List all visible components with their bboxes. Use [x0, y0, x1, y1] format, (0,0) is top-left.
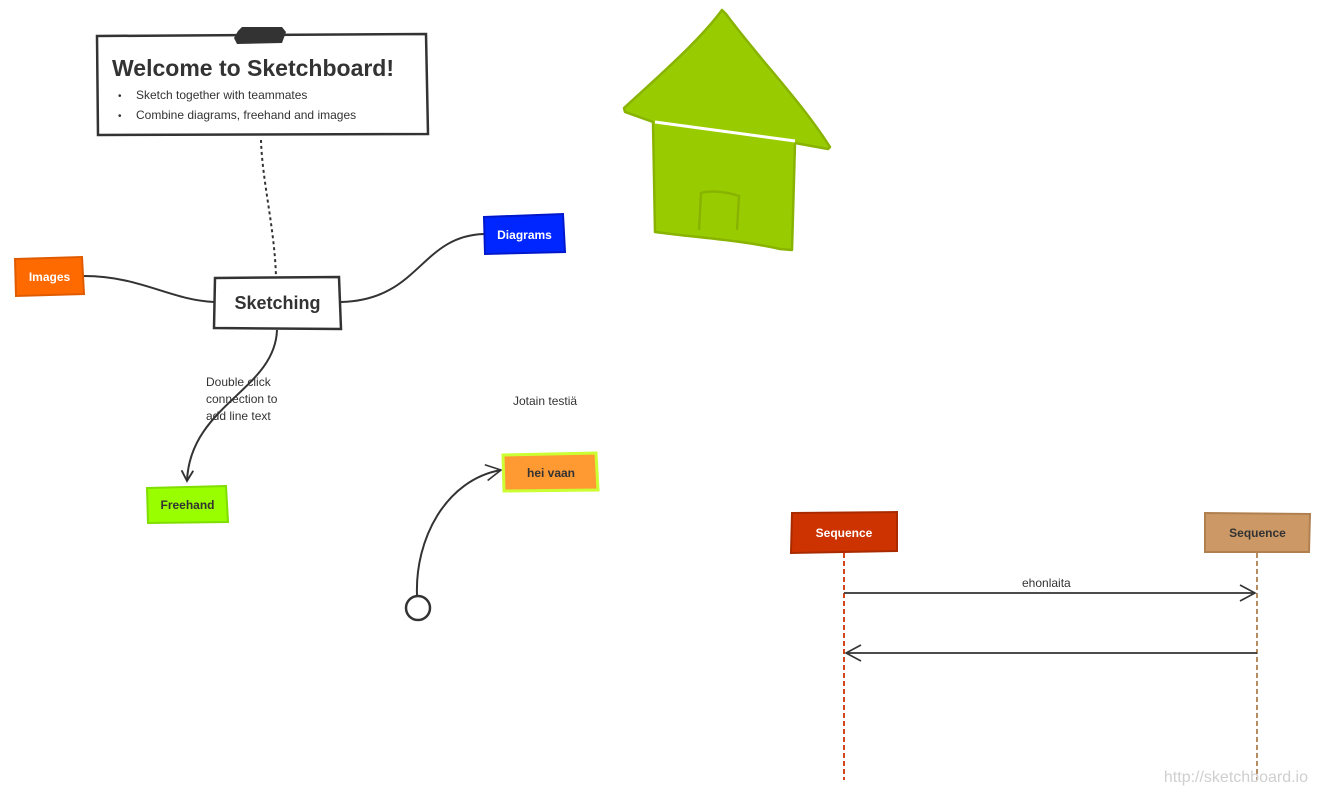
- freehand-node-frame[interactable]: [145, 484, 230, 525]
- connection-hint-line: Double click: [206, 375, 271, 389]
- sequence-right-actor[interactable]: Sequence: [1229, 526, 1286, 540]
- images-node-frame[interactable]: [13, 255, 86, 298]
- connection-hint-line: connection to: [206, 392, 278, 406]
- sketchboard-watermark-link[interactable]: http://sketchboard.io: [1163, 769, 1308, 786]
- welcome-note-frame[interactable]: [95, 32, 430, 137]
- sequence-right-frame[interactable]: [1204, 511, 1312, 553]
- connector-start-circle[interactable]: [404, 594, 432, 622]
- welcome-bullet-item: • Sketch together with teammates: [118, 88, 356, 108]
- bullet-icon: •: [118, 111, 122, 122]
- connection-hint-line: add line text: [206, 409, 271, 423]
- welcome-bullet-text: Sketch together with teammates: [136, 88, 308, 102]
- welcome-title: Welcome to Sketchboard!: [112, 55, 395, 81]
- diagrams-node-frame[interactable]: [482, 212, 567, 256]
- sequence-left-frame[interactable]: [789, 510, 898, 555]
- sketching-node-frame[interactable]: [212, 275, 343, 331]
- free-text-note[interactable]: Jotain testiä: [513, 394, 578, 408]
- images-node[interactable]: Images: [28, 269, 71, 284]
- connector-freehand[interactable]: [180, 329, 278, 483]
- welcome-bullet-item: • Combine diagrams, freehand and images: [118, 108, 356, 128]
- hei-vaan-frame[interactable]: [501, 451, 600, 493]
- welcome-bullet-list: • Sketch together with teammates • Combine…: [118, 88, 356, 128]
- message-label[interactable]: ehonlaita: [1022, 576, 1071, 590]
- bullet-icon: •: [118, 91, 122, 102]
- diagrams-node[interactable]: Diagrams: [497, 227, 552, 242]
- welcome-note-tape: [234, 27, 286, 44]
- connector-hei-vaan[interactable]: [415, 464, 503, 596]
- freehand-node[interactable]: Freehand: [160, 498, 215, 512]
- connector-diagrams[interactable]: [340, 233, 485, 303]
- note-connector[interactable]: [260, 139, 277, 279]
- sequence-left-actor[interactable]: Sequence: [815, 526, 873, 540]
- welcome-bullet-text: Combine diagrams, freehand and images: [136, 108, 357, 122]
- house-drawing[interactable]: [622, 8, 832, 252]
- hei-vaan-note[interactable]: hei vaan: [526, 465, 576, 480]
- connector-images[interactable]: [83, 275, 215, 303]
- sketching-node[interactable]: Sketching: [234, 293, 321, 313]
- connection-hint-text[interactable]: Double click connection to add line text: [206, 374, 277, 425]
